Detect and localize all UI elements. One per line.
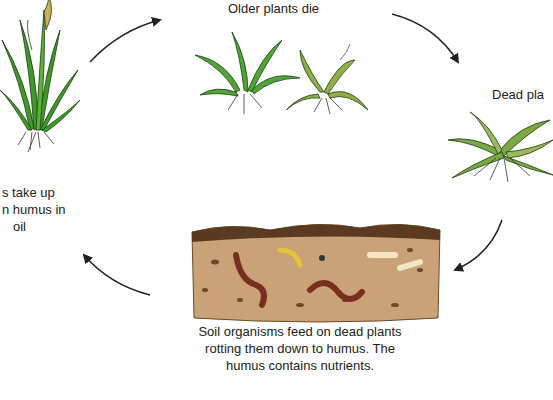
dying-plants: [195, 32, 368, 114]
larva: [370, 252, 395, 258]
larva: [400, 262, 420, 268]
cycle-arrow: [392, 14, 458, 62]
earthworm: [310, 283, 362, 299]
soil-block: [192, 224, 440, 322]
cycle-arrow: [455, 220, 502, 270]
stage-caption: n humus in: [2, 201, 66, 218]
cycle-arrow: [90, 20, 160, 62]
cycle-arrow: [84, 255, 150, 295]
beetle: [319, 255, 325, 261]
grub: [280, 250, 300, 265]
stage-caption: Dead pla: [492, 86, 544, 103]
dead-plants: [448, 112, 553, 182]
living-grass: [0, 0, 80, 152]
stage-caption: Soil organisms feed on dead plants rotti…: [192, 323, 408, 374]
stage-caption: s take up: [2, 184, 55, 201]
stage-caption: oil: [13, 218, 26, 235]
earthworm: [236, 255, 264, 305]
stage-caption: Older plants die: [228, 0, 319, 17]
